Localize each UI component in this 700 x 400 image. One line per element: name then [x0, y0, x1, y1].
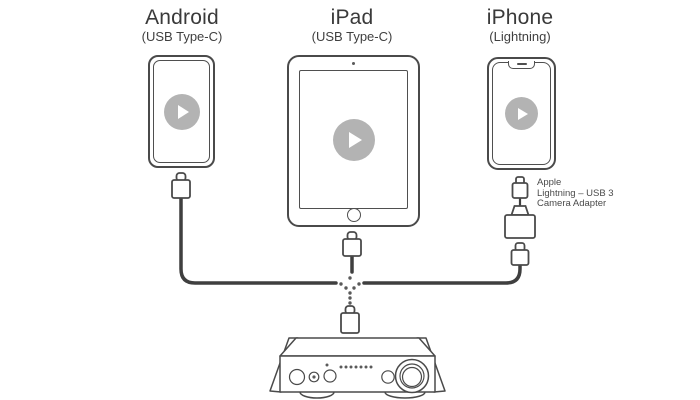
- selector-button-icon: [381, 370, 395, 384]
- adapter-note-line-1: Apple: [537, 177, 562, 188]
- play-icon: [505, 97, 538, 130]
- lightning-plug-icon: [511, 176, 529, 211]
- input-jack-icon: [308, 371, 320, 383]
- adapter-note-line-2: Lightning – USB 3: [537, 187, 614, 199]
- iphone-label-group: iPhone (Lightning): [440, 6, 600, 45]
- volume-knob-icon: [394, 358, 430, 394]
- play-triangle: [349, 131, 362, 148]
- amp-top-face: [279, 337, 436, 357]
- android-screen: [153, 60, 210, 163]
- cable-junction-dashes: [339, 276, 361, 305]
- adapter-usb-plug-icon: [362, 242, 530, 285]
- android-label: Android: [145, 6, 219, 29]
- camera-adapter-icon: [504, 205, 536, 239]
- amp-usb-c-plug-icon: [340, 305, 360, 334]
- play-icon: [163, 93, 200, 130]
- adapter-annotation: Apple Lightning – USB 3 Camera Adapter: [537, 177, 614, 210]
- headphone-jack-icon: [288, 368, 306, 386]
- play-triangle: [178, 104, 189, 119]
- amp-left-foot: [299, 391, 335, 399]
- android-phone: [148, 55, 215, 168]
- power-button-icon: [323, 369, 337, 383]
- home-button-icon: [346, 208, 361, 222]
- ipad-usb-c-plug-icon: [342, 231, 362, 274]
- amplifier: [269, 337, 446, 399]
- iphone-port-label: (Lightning): [489, 29, 551, 44]
- play-triangle: [518, 107, 528, 120]
- camera-icon: [352, 62, 355, 65]
- ipad-label: iPad: [330, 6, 374, 29]
- ipad-tablet: [287, 55, 420, 227]
- iphone-cable: [362, 262, 522, 285]
- iphone-phone: [487, 57, 556, 170]
- adapter-note-line-3: Camera Adapter: [537, 198, 607, 209]
- android-cable: [179, 196, 338, 285]
- iphone-screen: [492, 62, 551, 165]
- speaker-icon: [516, 63, 527, 65]
- play-icon: [332, 118, 375, 161]
- android-usb-c-plug-icon: [171, 172, 338, 285]
- notch-icon: [508, 61, 535, 69]
- led-indicator-dots: [339, 365, 373, 369]
- android-port-label: (USB Type-C): [141, 29, 223, 44]
- ipad-label-group: iPad (USB Type-C): [272, 6, 432, 45]
- ipad-port-label: (USB Type-C): [311, 29, 393, 44]
- iphone-label: iPhone: [486, 6, 554, 29]
- android-label-group: Android (USB Type-C): [102, 6, 262, 45]
- amp-right-foot: [384, 391, 426, 399]
